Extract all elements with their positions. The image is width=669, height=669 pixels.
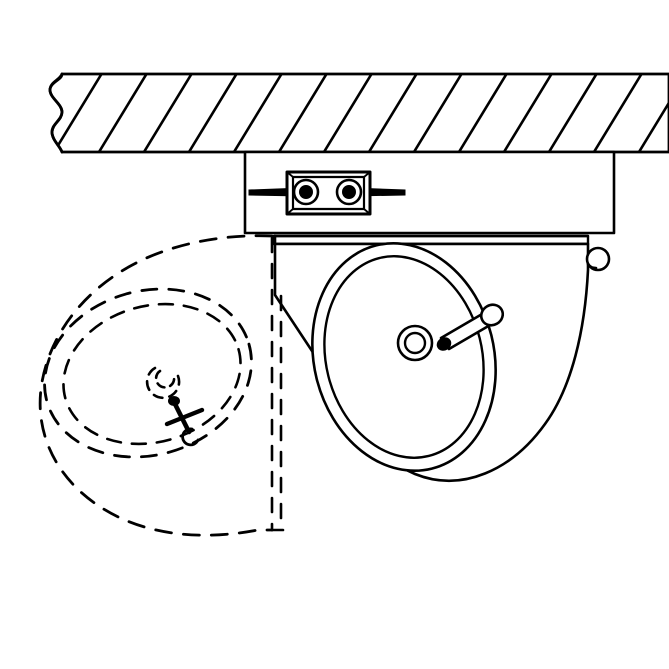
phantom-assembly [38,234,285,537]
detent-knob-circle [585,246,611,272]
phantom-roller-inner [62,302,242,446]
release-handle-end-cap [479,303,505,327]
phantom-hub-arc-inner [154,369,176,389]
hinge-bevel-tl [286,171,294,178]
phantom-hinge-line [270,236,285,532]
phantom-handle-cross [164,407,205,427]
hinge-bevel-bl [286,208,294,215]
beam-break-line [48,72,64,154]
phantom-handle [164,396,205,447]
hinge-bevel-tr [363,171,371,178]
hinge-bevel-br [363,208,371,215]
roller-inner-tread [323,255,485,459]
ceiling-beam [48,72,669,154]
detent-knob-stem [586,262,598,270]
roller-hub-bore [403,331,427,355]
release-handle-base-nub [436,337,452,351]
phantom-arm-outline [38,234,274,537]
hinge-plate [248,170,406,216]
phantom-hub-arc-outer [145,366,181,400]
release-handle [436,303,505,351]
phantom-handle-nub [168,396,180,406]
hinge-eye-right-pin [342,185,356,199]
beam-section-hatching [50,74,669,152]
detent-knob [585,246,611,272]
hinge-eye-left-pin [299,185,313,199]
roller-wheel [311,242,497,472]
beam-outline [48,72,669,154]
phantom-handle-end-loop [181,427,200,447]
phantom-roller-outer [43,287,253,459]
